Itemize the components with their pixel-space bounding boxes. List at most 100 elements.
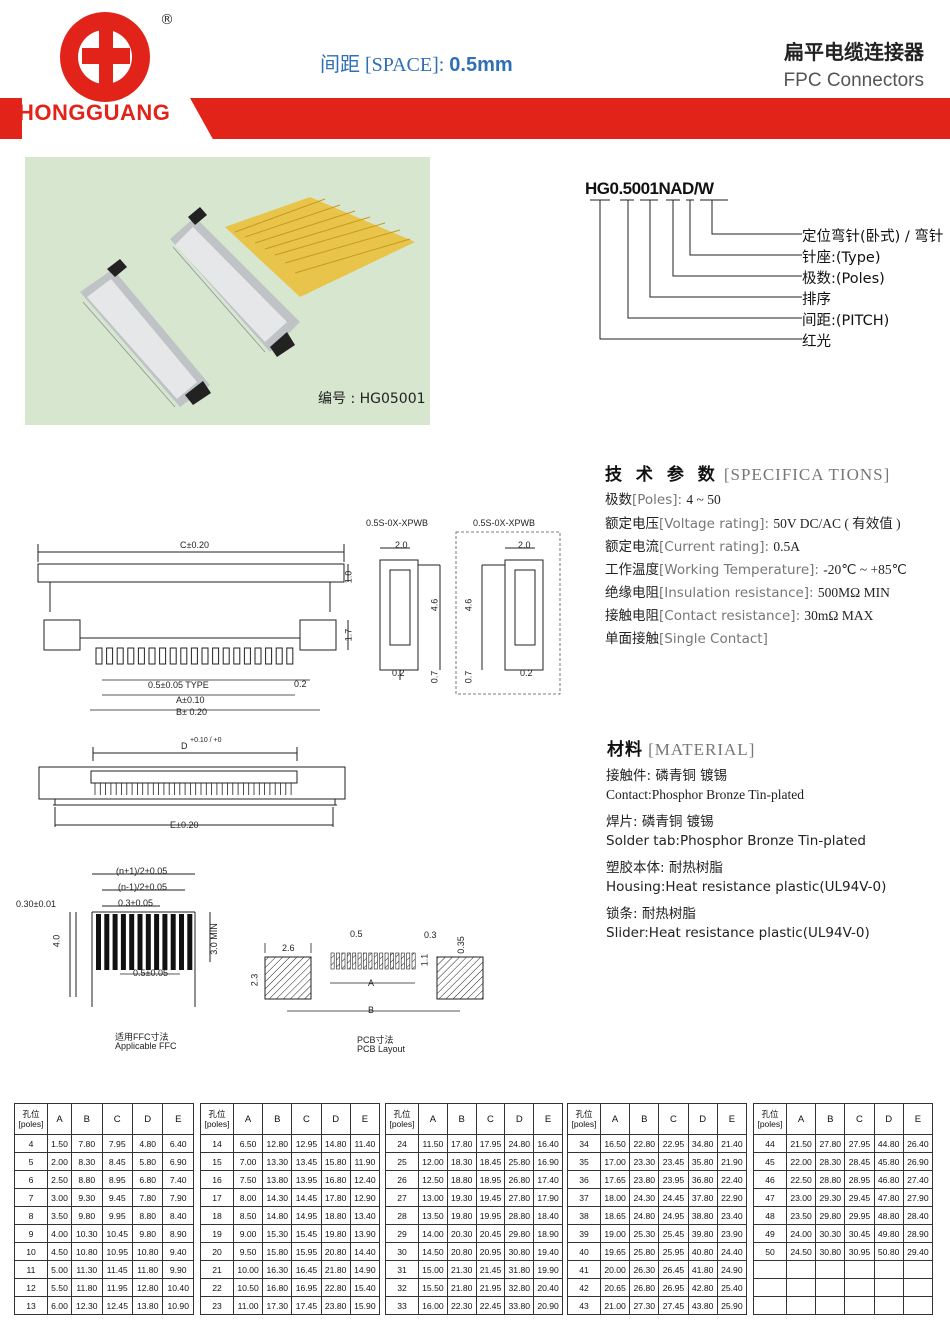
table-cell: 11.50 bbox=[418, 1134, 448, 1153]
table-cell: 19.00 bbox=[599, 1224, 631, 1243]
dim-1-7: 1.7 bbox=[343, 628, 354, 642]
spec-voltage: 额定电压[Voltage rating]: 50V DC/AC ( 有效值 ) bbox=[605, 516, 901, 532]
table-cell: 43 bbox=[567, 1296, 601, 1315]
header-e: E bbox=[902, 1103, 934, 1135]
table-cell: 28.80 bbox=[504, 1206, 535, 1225]
table-cell: 24.95 bbox=[658, 1206, 689, 1225]
table-cell: 4.00 bbox=[46, 1224, 73, 1243]
table-cell: 6.90 bbox=[162, 1152, 194, 1171]
table-cell: 13.45 bbox=[291, 1152, 322, 1171]
side-dim-0-7-b: 0.7 bbox=[463, 670, 474, 684]
table-row bbox=[753, 1278, 934, 1297]
header-e: E bbox=[162, 1103, 194, 1135]
connector-pin bbox=[106, 647, 114, 665]
table-cell: 12.00 bbox=[418, 1152, 448, 1171]
table-cell: 26 bbox=[385, 1170, 419, 1189]
table-cell: 12.90 bbox=[349, 1188, 381, 1207]
connector-pin bbox=[243, 647, 251, 665]
table-cell bbox=[815, 1278, 846, 1297]
table-cell: 7.95 bbox=[101, 1134, 133, 1153]
table-cell: 27.90 bbox=[902, 1188, 934, 1207]
brand-logo-text: HONGGUANG bbox=[18, 100, 171, 125]
material-title-en: [MATERIAL] bbox=[648, 740, 756, 759]
connector-pin bbox=[127, 647, 135, 665]
ffc-conductor bbox=[162, 914, 168, 970]
product-photo bbox=[25, 157, 430, 425]
table-cell: 8.80 bbox=[131, 1206, 164, 1225]
table-cell: 10.90 bbox=[162, 1296, 194, 1315]
material-title-cn: 材料 bbox=[607, 740, 643, 760]
material-line: 塑胶本体: 耐热树脂 bbox=[606, 860, 723, 876]
table-cell bbox=[753, 1260, 787, 1279]
table-cell: 6.50 bbox=[232, 1134, 264, 1153]
table-cell: 26.95 bbox=[658, 1278, 689, 1297]
side-dim-2-0: 2.0 bbox=[395, 540, 408, 550]
spacing-value: 0.5mm bbox=[449, 54, 513, 76]
table-cell: 20.00 bbox=[599, 1260, 631, 1279]
table-cell: 14.30 bbox=[262, 1188, 293, 1207]
registered-mark: ® bbox=[160, 12, 174, 28]
table-cell: 8.80 bbox=[71, 1170, 103, 1189]
table-cell: 13.95 bbox=[291, 1170, 322, 1189]
table-cell: 32 bbox=[385, 1278, 419, 1297]
table-cell: 32.80 bbox=[504, 1278, 535, 1297]
table-cell: 23.30 bbox=[629, 1152, 660, 1171]
table-cell: 10.30 bbox=[71, 1224, 103, 1243]
spec-insulation: 绝缘电阻[Insulation resistance]: 500MΩ MIN bbox=[605, 585, 890, 601]
table-cell: 11 bbox=[14, 1260, 48, 1279]
header-a: A bbox=[232, 1103, 264, 1135]
table-cell: 15.30 bbox=[262, 1224, 293, 1243]
table-cell: 17.30 bbox=[262, 1296, 293, 1315]
material-line: Slider:Heat resistance plastic(UL94V-0) bbox=[606, 925, 870, 941]
table-cell: 21.95 bbox=[475, 1278, 506, 1297]
table-cell: 16.00 bbox=[418, 1296, 448, 1315]
table-cell: 23.90 bbox=[716, 1224, 748, 1243]
table-cell bbox=[844, 1278, 875, 1297]
table-cell: 14.80 bbox=[262, 1206, 293, 1225]
header-b: B bbox=[71, 1103, 103, 1135]
table-cell: 47.80 bbox=[873, 1188, 904, 1207]
pcb-dim-0-3: 0.3 bbox=[424, 930, 437, 940]
table-cell: 2.50 bbox=[46, 1170, 73, 1189]
table-cell: 24.50 bbox=[785, 1242, 817, 1261]
side-dim-2-0-b: 2.0 bbox=[518, 540, 531, 550]
table-cell: 19.30 bbox=[446, 1188, 477, 1207]
legend-item-order: 排序 bbox=[802, 292, 831, 308]
table-cell: 23.80 bbox=[629, 1170, 660, 1189]
table-cell: 12.95 bbox=[291, 1134, 322, 1153]
table-cell: 17.90 bbox=[533, 1188, 563, 1207]
table-cell: 6.80 bbox=[131, 1170, 164, 1189]
table-cell: 30.80 bbox=[504, 1242, 535, 1261]
connector-pin bbox=[137, 647, 145, 665]
material-line: Housing:Heat resistance plastic(UL94V-0) bbox=[606, 879, 887, 895]
table-cell: 21.50 bbox=[785, 1134, 817, 1153]
table-cell: 24.90 bbox=[716, 1260, 748, 1279]
table-cell: 23.80 bbox=[320, 1296, 351, 1315]
pcb-pad bbox=[363, 952, 367, 970]
table-cell: 22.45 bbox=[475, 1296, 506, 1315]
table-cell: 30.45 bbox=[844, 1224, 875, 1243]
table-cell: 7.80 bbox=[71, 1134, 103, 1153]
table-cell: 41 bbox=[567, 1260, 601, 1279]
dim-d-tolerance: +0.10 / +0 bbox=[190, 737, 222, 744]
dim-0-2: 0.2 bbox=[294, 679, 307, 689]
table-cell: 13 bbox=[14, 1296, 48, 1315]
table-cell: 18.40 bbox=[533, 1206, 563, 1225]
table-cell: 13.50 bbox=[418, 1206, 448, 1225]
table-cell: 12.45 bbox=[101, 1296, 133, 1315]
